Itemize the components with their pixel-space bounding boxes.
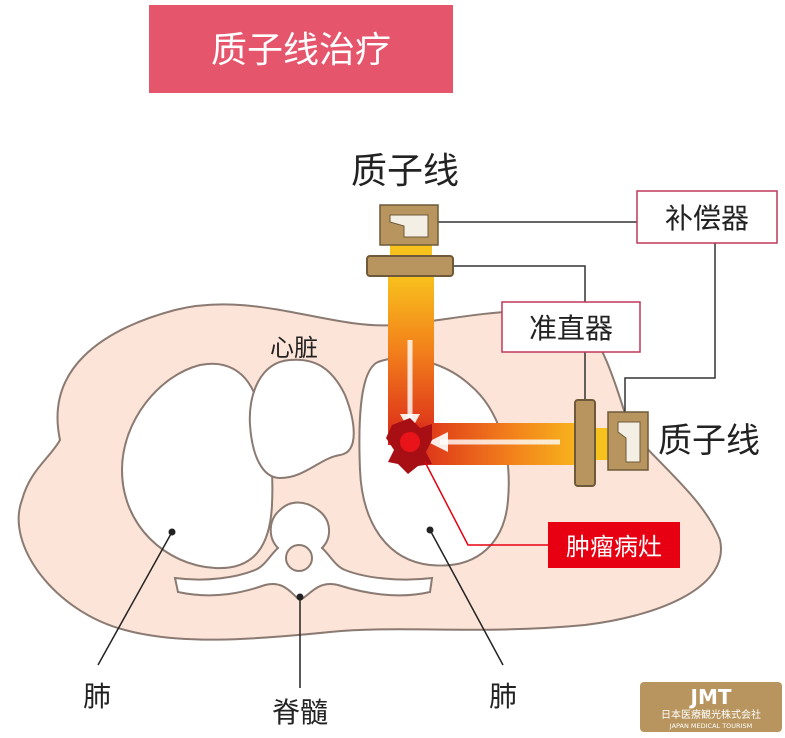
compensator-label: 补偿器 — [665, 202, 749, 235]
body-cross-section — [17, 303, 723, 641]
vertical-beam — [388, 245, 434, 445]
heart-label: 心脏 — [270, 334, 318, 362]
heart-shape — [248, 358, 355, 480]
connector-lines — [438, 221, 716, 412]
tumor-label: 肿瘤病灶 — [566, 533, 662, 561]
logo-mark: JMT — [689, 685, 732, 709]
collimator-connector — [452, 265, 586, 302]
company-logo: JMT 日本医療観光株式会社 JAPAN MEDICAL TOURISM — [640, 682, 782, 732]
lung-right-label: 肺 — [489, 680, 517, 713]
tumor-leader-line — [424, 461, 548, 546]
title-banner: 质子线治疗 — [149, 5, 453, 93]
tumor-label-box: 肿瘤病灶 — [548, 522, 680, 568]
collimator-label-box: 准直器 — [501, 301, 641, 353]
collimator-label: 准直器 — [529, 312, 613, 345]
top-beam-device — [366, 204, 454, 277]
logo-line1: 日本医療観光株式会社 — [661, 708, 761, 721]
logo-line2: JAPAN MEDICAL TOURISM — [669, 722, 752, 730]
tumor-shape — [386, 418, 432, 474]
spinal-cord-shape — [285, 544, 313, 572]
title-text: 质子线治疗 — [211, 30, 391, 71]
proton-beam-label-right: 质子线 — [658, 421, 760, 461]
horizontal-beam — [405, 423, 610, 465]
right-collimator-plate — [574, 399, 596, 487]
lung-left-label: 肺 — [83, 680, 111, 713]
compensator-label-box: 补偿器 — [636, 190, 778, 244]
pointer-lines — [97, 529, 504, 688]
proton-beam-label-top: 质子线 — [351, 151, 459, 192]
spinal-cord-label: 脊髓 — [272, 696, 328, 729]
compensator-connector-right — [624, 243, 716, 412]
right-beam-device — [574, 399, 649, 487]
top-collimator-plate — [366, 255, 454, 277]
